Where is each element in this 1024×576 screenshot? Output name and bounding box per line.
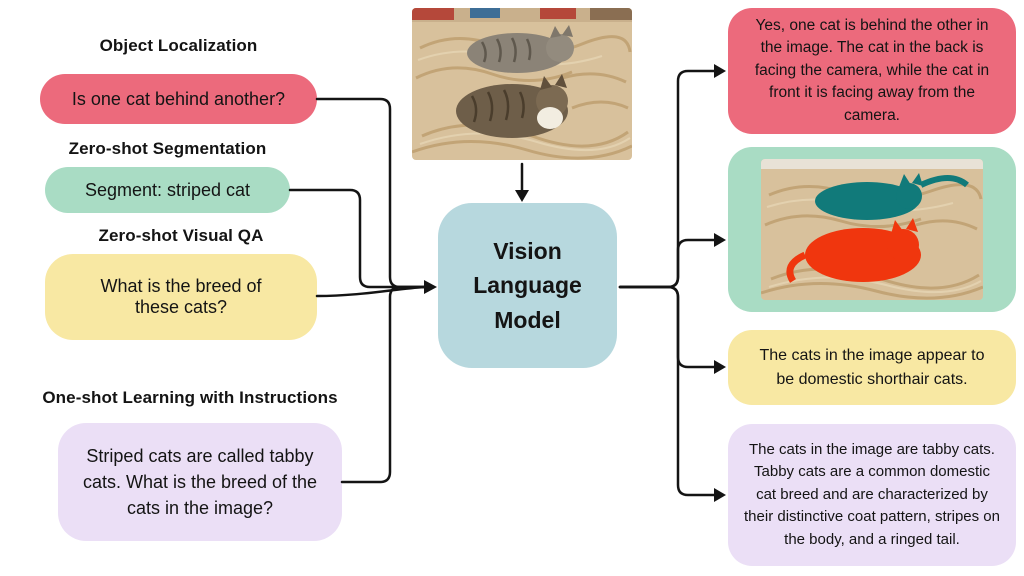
arrowhead-into-model-icon — [424, 280, 437, 294]
arrowhead-vqa-icon — [714, 360, 726, 374]
arrowhead-segmentation-icon — [714, 233, 726, 247]
output-oneshot-answer: The cats in the image are tabby cats. Ta… — [728, 424, 1016, 566]
task-prompt-zero-shot-segmentation: Segment: striped cat — [45, 167, 290, 213]
task-header-zero-shot-visual-qa: Zero-shot Visual QA — [98, 226, 264, 245]
vision-language-model-box: Vision Language Model — [438, 203, 617, 368]
output-vqa-answer: The cats in the image appear to be domes… — [728, 330, 1016, 405]
arrow-model-to-localization-output — [618, 69, 716, 289]
arrow-vqa-to-model — [315, 285, 426, 298]
task-prompt-one-shot-learning: Striped cats are called tabby cats. What… — [58, 423, 342, 541]
task-header-one-shot-learning: One-shot Learning with Instructions — [42, 388, 338, 407]
task-prompt-zero-shot-visual-qa: What is the breed of these cats? — [45, 254, 317, 340]
output-localization-answer: Yes, one cat is behind the other in the … — [728, 8, 1016, 134]
cats-on-nets-illustration — [412, 8, 632, 160]
task-header-object-localization: Object Localization — [99, 36, 258, 55]
model-label: Vision Language Model — [473, 237, 582, 333]
arrow-model-to-vqa-output — [618, 285, 716, 369]
arrow-model-to-oneshot-output — [618, 285, 716, 497]
arrow-oneshot-to-model — [340, 285, 426, 484]
task-prompt-object-localization: Is one cat behind another? — [40, 74, 317, 124]
segmentation-masks-image — [761, 159, 983, 300]
input-cats-photo — [412, 8, 632, 160]
arrow-localization-to-model — [315, 97, 426, 289]
arrowhead-oneshot-icon — [714, 488, 726, 502]
arrow-model-to-segmentation-output — [618, 238, 716, 289]
arrowhead-localization-icon — [714, 64, 726, 78]
output-segmentation-result — [728, 147, 1016, 312]
segmented-cats-illustration — [761, 159, 983, 300]
task-header-zero-shot-segmentation: Zero-shot Segmentation — [68, 139, 267, 158]
arrowhead-down-icon — [515, 190, 529, 202]
